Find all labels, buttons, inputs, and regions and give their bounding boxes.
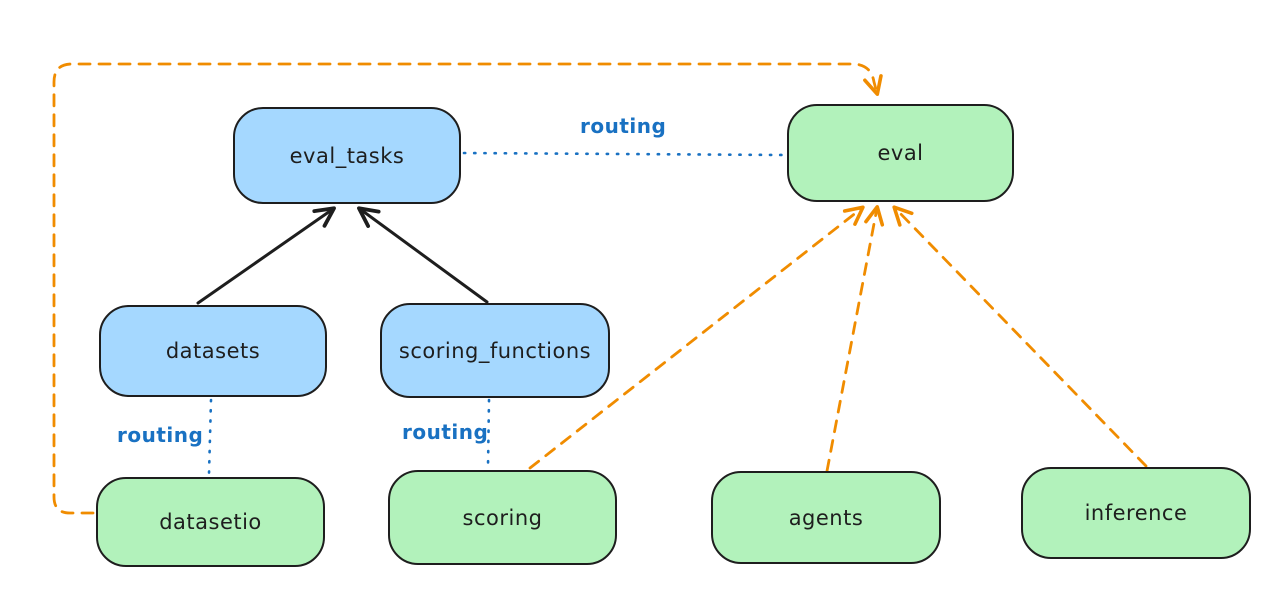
node-eval: eval [787, 104, 1014, 202]
node-inference-label: inference [1084, 501, 1188, 525]
node-eval-tasks-label: eval_tasks [289, 143, 405, 168]
edge-agents-eval [825, 205, 885, 473]
edge-inference-eval [892, 205, 1148, 468]
routing-label-datasets-datasetio: routing [117, 423, 204, 447]
node-scoring: scoring [388, 470, 617, 565]
node-datasetio: datasetio [96, 477, 325, 567]
routing-label-scoring-functions-scoring: routing [402, 420, 489, 444]
node-scoring-functions: scoring_functions [380, 303, 610, 398]
edge-datasetio-eval [52, 62, 883, 515]
node-datasets: datasets [99, 305, 327, 397]
edge-datasets-eval-tasks [196, 206, 336, 305]
node-datasetio-label: datasetio [159, 510, 262, 534]
node-inference: inference [1021, 467, 1251, 559]
node-eval-label: eval [877, 141, 924, 165]
routing-label-eval-tasks-eval: routing [580, 114, 667, 138]
node-datasets-label: datasets [165, 339, 261, 363]
node-scoring-label: scoring [462, 505, 543, 530]
edge-scoring-eval [528, 205, 865, 470]
node-eval-tasks: eval_tasks [233, 107, 461, 204]
edge-datasets-datasetio [207, 398, 213, 476]
edge-eval-tasks-eval [462, 151, 786, 157]
node-agents: agents [711, 471, 941, 564]
node-agents-label: agents [788, 505, 864, 530]
edge-scoring-functions-scoring [486, 398, 491, 469]
node-scoring-functions-label: scoring_functions [398, 338, 592, 363]
edge-scoring-functions-eval-tasks [357, 206, 489, 304]
